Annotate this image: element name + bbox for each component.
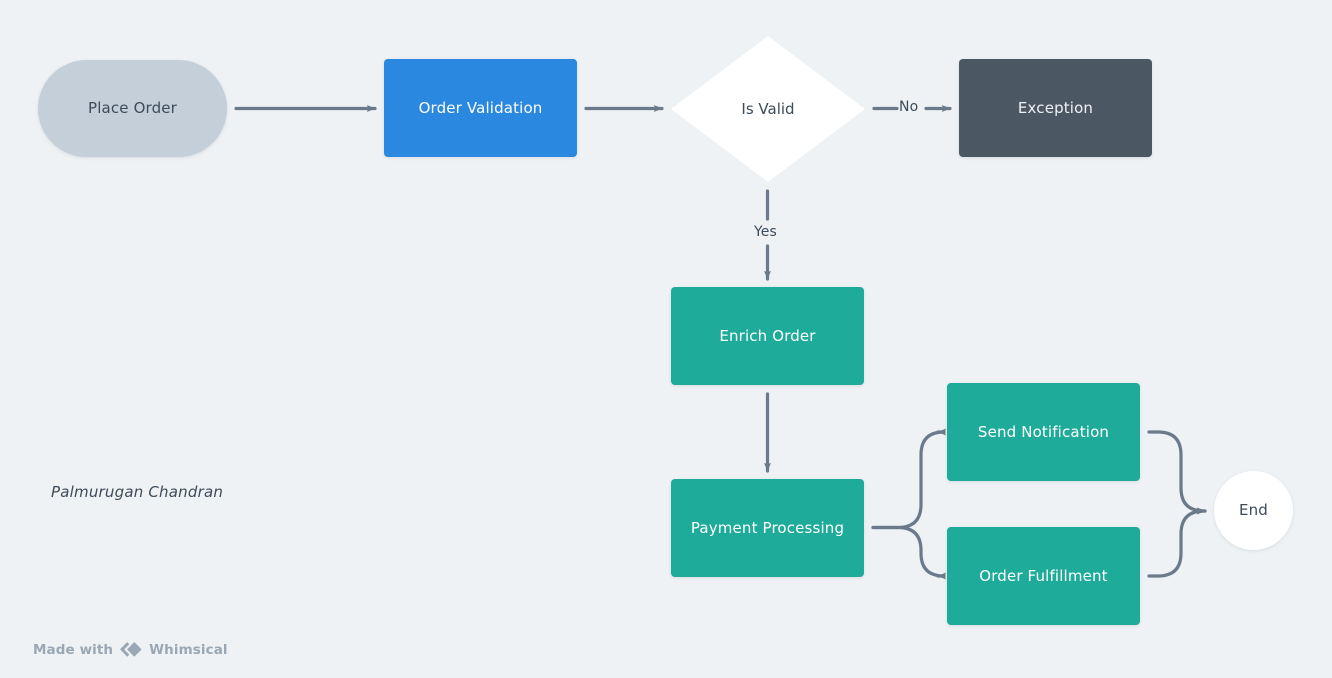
node-send-notification-label: Send Notification	[977, 422, 1110, 441]
node-exception[interactable]: Exception	[959, 59, 1152, 157]
node-send-notification[interactable]: Send Notification	[947, 383, 1140, 481]
node-order-fulfillment[interactable]: Order Fulfillment	[947, 527, 1140, 625]
edge-order-fulfillment-to-end	[1147, 507, 1207, 578]
whimsical-brand-label: Whimsical	[149, 641, 228, 658]
node-is-valid-label: Is Valid	[741, 100, 795, 118]
edge-label-no: No	[899, 99, 919, 115]
edge-payment-processing-to-send-notification	[871, 428, 947, 530]
edge-payment-processing-to-order-fulfillment	[871, 525, 947, 580]
node-exception-label: Exception	[1017, 98, 1094, 117]
whimsical-logo-icon	[120, 642, 142, 657]
node-end[interactable]: End	[1214, 471, 1293, 550]
node-payment-processing-label: Payment Processing	[690, 518, 845, 537]
node-is-valid[interactable]: Is Valid	[671, 36, 865, 182]
made-with-whimsical-badge[interactable]: Made with Whimsical	[33, 641, 228, 658]
edge-send-notification-to-end	[1147, 430, 1207, 515]
node-enrich-order-label: Enrich Order	[719, 326, 816, 345]
node-order-fulfillment-label: Order Fulfillment	[979, 566, 1108, 585]
node-enrich-order[interactable]: Enrich Order	[671, 287, 864, 385]
node-end-label: End	[1239, 501, 1268, 520]
edge-label-yes: Yes	[754, 224, 777, 240]
node-order-validation[interactable]: Order Validation	[384, 59, 577, 157]
node-payment-processing[interactable]: Payment Processing	[671, 479, 864, 577]
node-place-order-label: Place Order	[88, 99, 177, 118]
made-with-label: Made with	[33, 641, 114, 658]
node-order-validation-label: Order Validation	[418, 98, 543, 117]
node-place-order[interactable]: Place Order	[38, 60, 227, 157]
author-attribution: Palmurugan Chandran	[51, 483, 224, 501]
